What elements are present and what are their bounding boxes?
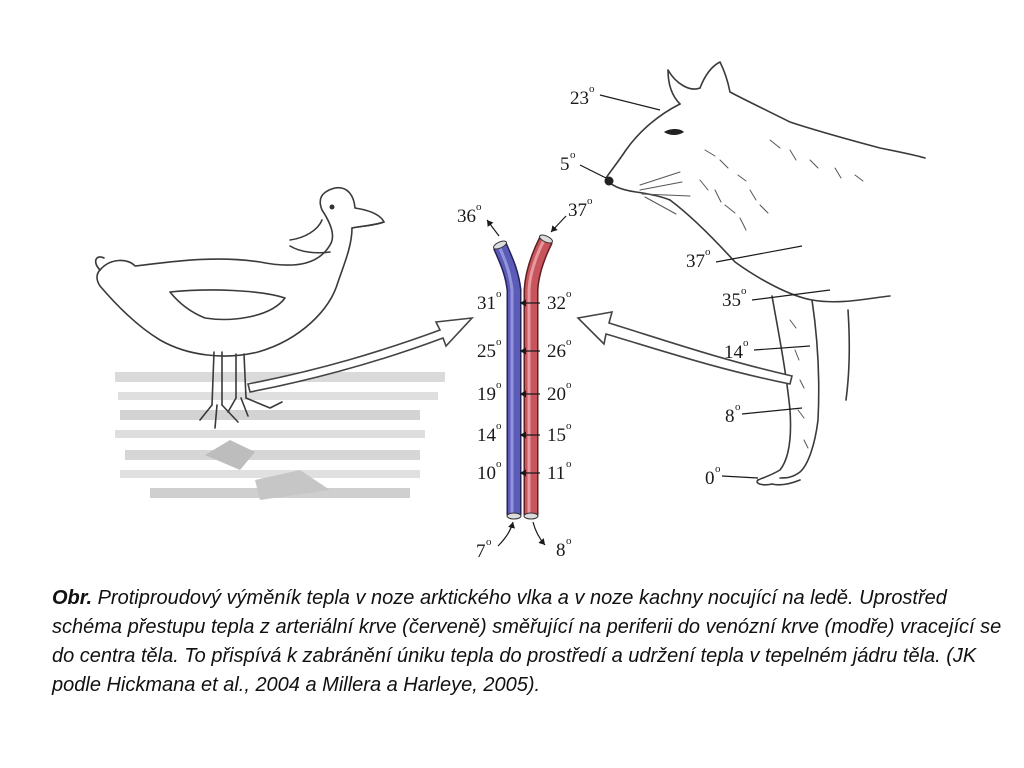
duck-arrow — [247, 316, 475, 393]
caption-prefix: Obr. — [52, 587, 93, 609]
counter-current-pipes — [486, 215, 567, 547]
wolf-temp-lower-leg: 8 — [725, 406, 735, 427]
wolf-temp-upper-leg: 35 — [722, 290, 741, 311]
artery-temp-1: 32 — [547, 293, 566, 314]
pipe-bottom-left-temp: 7 — [476, 541, 486, 562]
figure-caption: Obr. Protiproudový výměník tepla v noze … — [52, 584, 1002, 700]
degree-mark: o — [496, 336, 502, 348]
artery-temp-3: 20 — [547, 384, 566, 405]
degree-mark: o — [587, 195, 593, 207]
vein-temp-1: 31 — [477, 293, 496, 314]
caption-text: Protiproudový výměník tepla v noze arkti… — [52, 587, 1002, 696]
degree-mark: o — [496, 420, 502, 432]
degree-mark: o — [715, 463, 721, 475]
degree-mark: o — [566, 379, 572, 391]
degree-mark: o — [476, 201, 482, 213]
transfer-arrows — [520, 299, 540, 477]
diagram-canvas: 36 o 37 o 31 o 25 o 19 o 14 o 10 o 32 o … — [94, 61, 926, 562]
vein-temp-5: 10 — [477, 463, 496, 484]
pipe-bottom-right-temp: 8 — [556, 540, 566, 561]
wolf-temp-mid-leg: 14 — [724, 342, 744, 363]
vein-temp-4: 14 — [477, 425, 497, 446]
wolf-labels: 23 o 5 o 37 o 35 o 14 o 8 o 0 o — [560, 83, 831, 489]
wolf-temp-nose: 5 — [560, 154, 570, 175]
degree-mark: o — [496, 288, 502, 300]
degree-mark: o — [566, 458, 572, 470]
heat-exchanger-figure: 36 o 37 o 31 o 25 o 19 o 14 o 10 o 32 o … — [94, 61, 926, 562]
artery-temp-2: 26 — [547, 341, 566, 362]
wolf-eye — [664, 129, 684, 135]
wolf-illustration — [604, 61, 926, 486]
degree-mark: o — [570, 149, 576, 161]
degree-mark: o — [743, 337, 749, 349]
pipe-top-right-temp: 37 — [568, 200, 587, 221]
vein-temp-3: 19 — [477, 384, 496, 405]
degree-mark: o — [496, 458, 502, 470]
wolf-temp-paw: 0 — [705, 468, 715, 489]
pipe-labels: 36 o 37 o 31 o 25 o 19 o 14 o 10 o 32 o … — [457, 195, 593, 562]
artery-temp-4: 15 — [547, 425, 566, 446]
duck-illustration — [94, 186, 445, 500]
degree-mark: o — [566, 420, 572, 432]
wolf-nose — [604, 176, 614, 186]
degree-mark: o — [566, 535, 572, 547]
ice-surface — [115, 372, 445, 500]
degree-mark: o — [566, 288, 572, 300]
vein-temp-2: 25 — [477, 341, 496, 362]
pipe-top-left-temp: 36 — [457, 206, 476, 227]
artery-temp-5: 11 — [547, 463, 565, 484]
degree-mark: o — [589, 83, 595, 95]
degree-mark: o — [705, 246, 711, 258]
degree-mark: o — [741, 285, 747, 297]
wolf-temp-ear: 23 — [570, 88, 589, 109]
degree-mark: o — [735, 401, 741, 413]
wolf-arrow — [576, 310, 793, 385]
degree-mark: o — [496, 379, 502, 391]
degree-mark: o — [486, 536, 492, 548]
degree-mark: o — [566, 336, 572, 348]
wolf-temp-chest: 37 — [686, 251, 705, 272]
